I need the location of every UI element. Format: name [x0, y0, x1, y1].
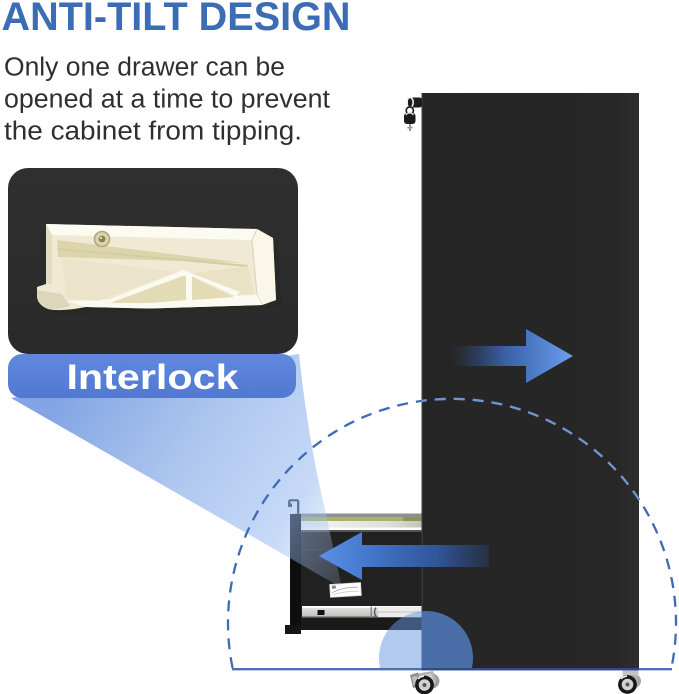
- svg-text:the cabinet from tipping.: the cabinet from tipping.: [4, 118, 302, 146]
- svg-text:opened at a time to prevent: opened at a time to prevent: [4, 86, 330, 114]
- svg-text:ANTI-TILT DESIGN: ANTI-TILT DESIGN: [2, 0, 351, 39]
- svg-text:Only one drawer can be: Only one drawer can be: [4, 54, 285, 82]
- svg-text:Interlock: Interlock: [66, 358, 239, 397]
